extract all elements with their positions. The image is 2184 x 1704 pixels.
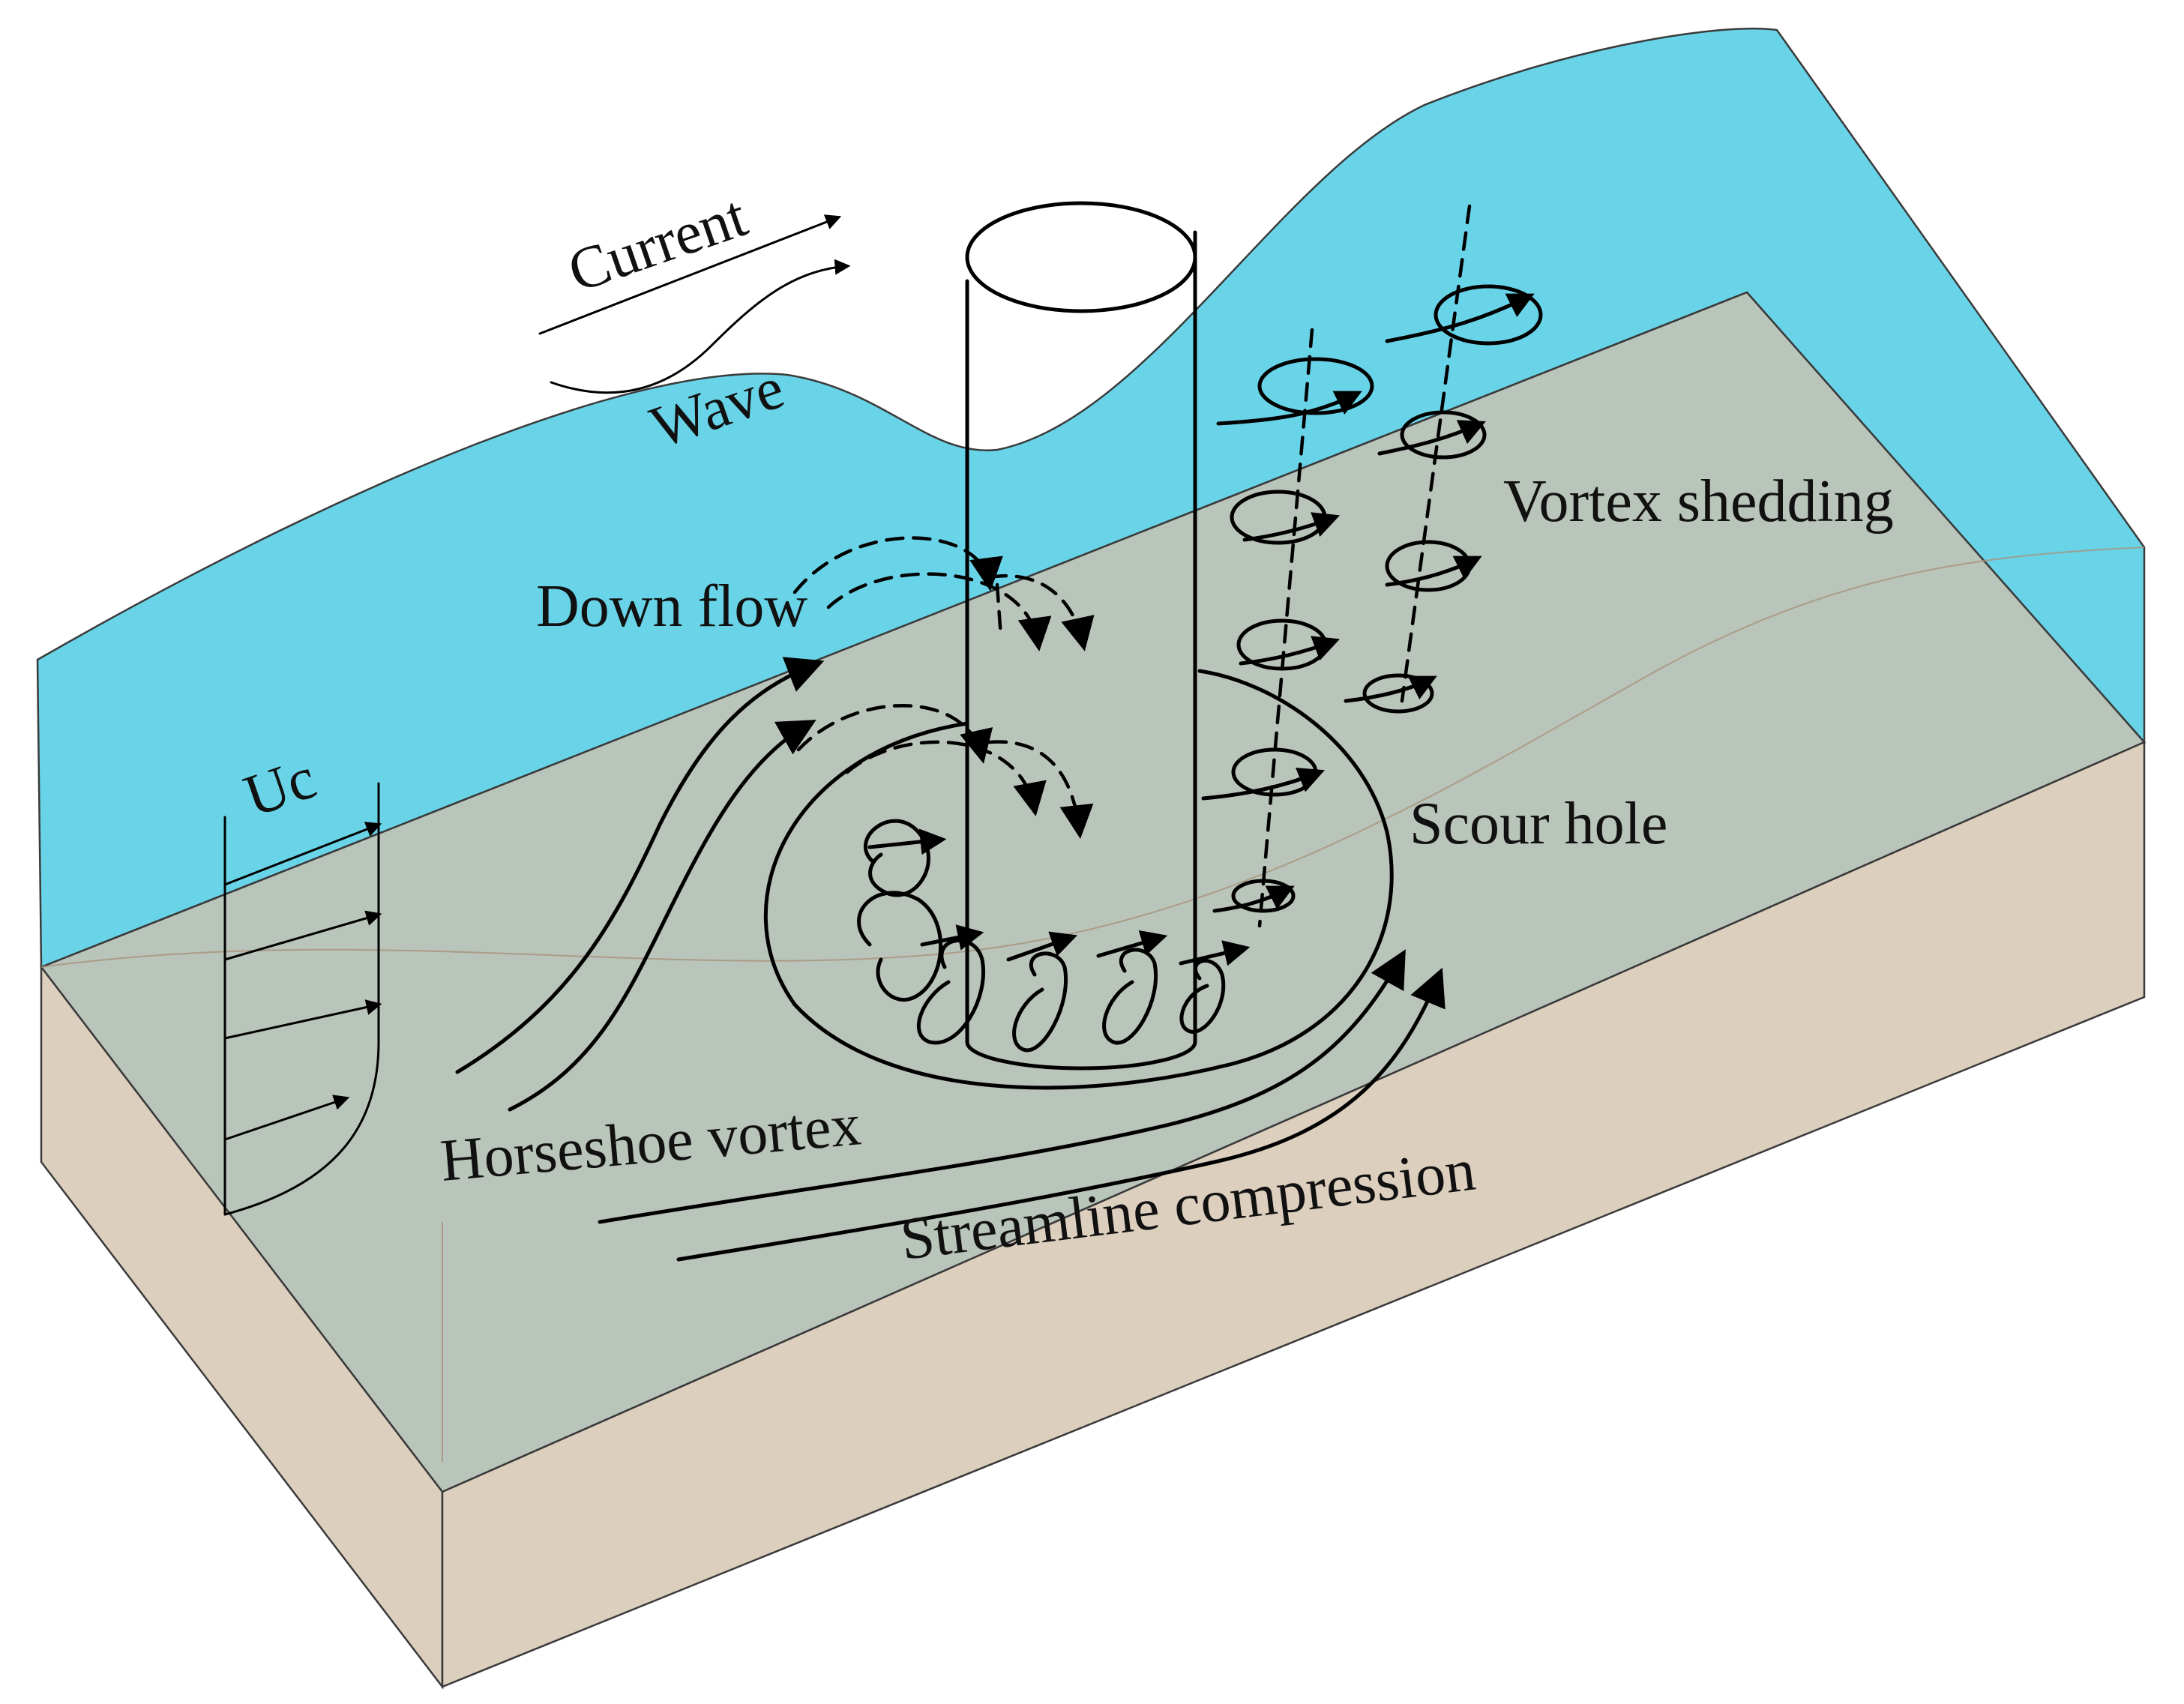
label-down-flow: Down flow <box>536 573 807 639</box>
shed-vortex <box>1257 357 1374 415</box>
horseshoe-streamlines <box>455 657 825 1112</box>
seabed-right <box>441 741 2146 1688</box>
water-body <box>36 27 2146 969</box>
vortex-street <box>1201 204 1543 928</box>
current-arrow <box>538 214 842 335</box>
label-scour-hole: Scour hole <box>1410 791 1667 857</box>
label-vortex-shedding: Vortex shedding <box>1503 469 1894 535</box>
scour-hole-outline <box>763 669 1394 1090</box>
bed-profile-line <box>40 547 2145 1462</box>
compression-streamlines <box>598 949 1446 1262</box>
wave-arrow <box>550 259 851 394</box>
velocity-profile <box>223 782 382 1216</box>
monopile <box>965 201 1197 1071</box>
horseshoe-coils <box>857 819 1251 1053</box>
